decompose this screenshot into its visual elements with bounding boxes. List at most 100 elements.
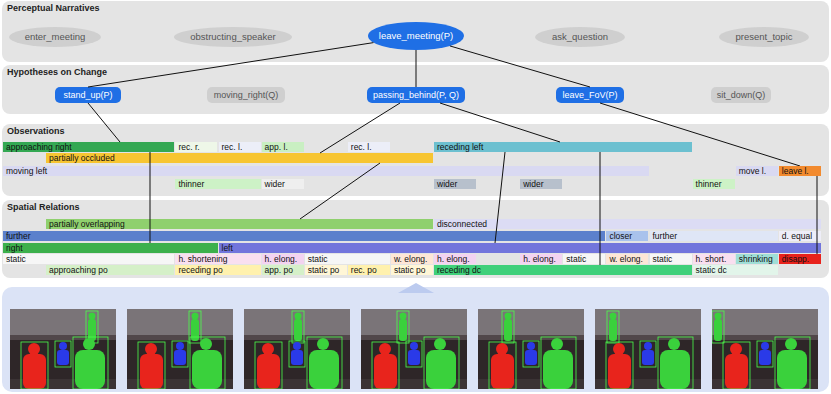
bar-label: static po: [307, 265, 341, 275]
bar-label: disconnected: [436, 219, 488, 229]
timeline-bar: wider: [262, 179, 304, 189]
bar-label: thinner: [695, 179, 723, 189]
timeline-bar: receding po: [175, 265, 260, 275]
narrative-ellipse: enter_meeting: [9, 27, 101, 47]
bar-label: moving left: [5, 166, 48, 176]
bar-label: receding po: [177, 265, 223, 275]
timeline-bar: partially overlapping: [46, 219, 433, 229]
panel-title: Hypotheses on Change: [7, 67, 829, 78]
timeline-bar: app. l.: [262, 142, 304, 152]
timeline-bar: shrinking: [736, 254, 778, 264]
bar-label: h. elong.: [436, 254, 471, 264]
bar-label: approaching po: [48, 265, 109, 275]
up-arrow: [398, 283, 434, 293]
video-frame: [127, 309, 233, 389]
timeline-bar: receding left: [434, 142, 692, 152]
timeline-bar: rec. l.: [219, 142, 261, 152]
bar-label: disapp.: [781, 254, 810, 264]
timeline-bar: receding dc: [434, 265, 692, 275]
timeline-bar: rec. r.: [175, 142, 217, 152]
timeline-bar: approaching po: [46, 265, 174, 275]
bar-label: d. equal: [781, 231, 813, 241]
bar-label: h. elong.: [522, 254, 557, 264]
bar-label: static dc: [695, 265, 728, 275]
video-frame: [712, 309, 818, 389]
bar-label: static: [307, 254, 329, 264]
timeline-bar: h. short.: [693, 254, 735, 264]
node-label: ask_question: [552, 31, 608, 43]
node-label: sit_down(Q): [717, 90, 766, 101]
bar-label: leave l.: [781, 166, 810, 176]
panel-band: Observations approaching right rec. r. rec.…: [2, 124, 829, 196]
bar-label: static: [5, 254, 27, 264]
timeline-bar: static: [3, 254, 174, 264]
bar-label: left: [221, 243, 234, 253]
timeline-bar: d. equal: [779, 231, 821, 241]
bar-label: partially occluded: [48, 153, 116, 163]
timeline-bar: leave l.: [779, 166, 821, 176]
timeline-bar: wider: [520, 179, 562, 189]
bar-label: w. elong.: [393, 254, 429, 264]
bar-label: rec. po: [350, 265, 378, 275]
timeline-bar: h. elong.: [262, 254, 304, 264]
hypothesis-pill: moving_right(Q): [207, 87, 285, 103]
bar-label: app. po: [264, 265, 294, 275]
bar-label: w. elong.: [608, 254, 644, 264]
video-frame: [10, 309, 116, 389]
node-label: obstructing_speaker: [190, 31, 276, 43]
video-frame: [244, 309, 350, 389]
panel-band: Perceptual Narratives enter_meeting obstru…: [2, 1, 829, 62]
bar-label: static: [565, 254, 587, 264]
narrative-ellipse: present_topic: [719, 27, 809, 47]
hypothesis-pill: stand_up(P): [55, 87, 121, 103]
bar-label: h. short.: [695, 254, 728, 264]
bar-label: receding left: [436, 142, 484, 152]
timeline-bar: disapp.: [779, 254, 821, 264]
bar-label: shrinking: [738, 254, 774, 264]
bar-label: rec. r.: [177, 142, 200, 152]
bar-label: right: [5, 243, 24, 253]
hypothesis-pill: passing_behind(P, Q): [367, 87, 465, 103]
timeline-bar: further: [3, 231, 605, 241]
bar-label: closer: [608, 231, 633, 241]
bar-label: approaching right: [5, 142, 73, 152]
bar-label: receding dc: [436, 265, 482, 275]
video-frame: [361, 309, 467, 389]
timeline-bar: h. shortening: [175, 254, 260, 264]
timeline-bar: static po: [305, 265, 347, 275]
timeline-bar: h. elong.: [434, 254, 476, 264]
bar-label: further: [5, 231, 32, 241]
timeline-bar: closer: [606, 231, 648, 241]
video-frame: [595, 309, 701, 389]
timeline-bar: app. po: [262, 265, 304, 275]
timeline-bar: w. elong.: [391, 254, 433, 264]
panel-title: Observations: [7, 126, 829, 137]
panel-band: Hypotheses on Change stand_up(P) moving_ri…: [2, 65, 829, 114]
bar-label: rec. l.: [350, 142, 373, 152]
timeline-bar: static dc: [693, 265, 778, 275]
bar-label: app. l.: [264, 142, 289, 152]
timeline-bar: h. elong.: [520, 254, 562, 264]
bar-label: wider: [264, 179, 286, 189]
bar-label: further: [652, 231, 679, 241]
timeline-bar: thinner: [693, 179, 735, 189]
timeline-bar: rec. l.: [348, 142, 390, 152]
bar-label: partially overlapping: [48, 219, 126, 229]
timeline-bar: move l.: [736, 166, 778, 176]
node-label: passing_behind(P, Q): [373, 90, 459, 101]
timeline-bar: static: [305, 254, 390, 264]
timeline-bar: static: [563, 254, 605, 264]
panel-title: Spatial Relations: [7, 202, 829, 213]
node-label: moving_right(Q): [214, 90, 279, 101]
panel-title: Perceptual Narratives: [7, 3, 829, 14]
bar-label: h. elong.: [264, 254, 299, 264]
timeline-bar: w. elong.: [606, 254, 648, 264]
narrative-ellipse: ask_question: [535, 27, 625, 47]
narrative-ellipse: obstructing_speaker: [174, 27, 292, 47]
bar-label: thinner: [177, 179, 205, 189]
panel-band: Spatial Relations partially overlapping di…: [2, 200, 829, 278]
bar-label: wider: [436, 179, 458, 189]
timeline-bar: rec. po: [348, 265, 390, 275]
timeline-bar: right: [3, 243, 218, 253]
hypothesis-pill: sit_down(Q): [711, 87, 772, 103]
